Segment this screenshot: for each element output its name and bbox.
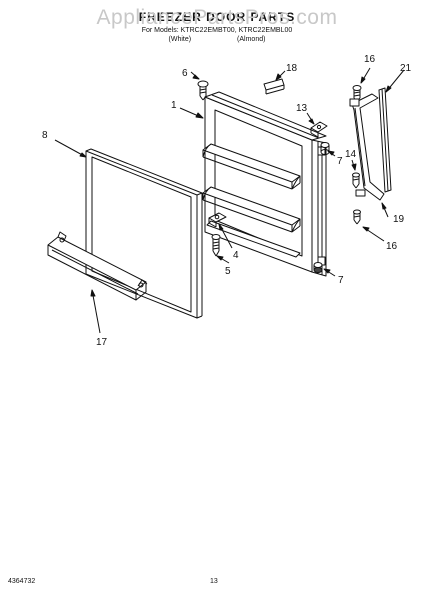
handle-bracket: [349, 93, 385, 201]
color-label-almond: (Almond): [237, 36, 266, 43]
callout-4: 4: [233, 250, 239, 261]
bushing-bottom: [313, 262, 323, 273]
callout-17: 17: [96, 337, 108, 348]
color-label-white: (White): [168, 36, 192, 43]
freezer-door-panel: [202, 91, 327, 277]
callout-1: 1: [171, 100, 177, 111]
callout-8: 8: [42, 130, 48, 141]
door-gasket: [85, 148, 203, 319]
callout-21: 21: [400, 63, 412, 74]
door-stop: [208, 212, 227, 228]
callout-19: 19: [393, 214, 405, 225]
document-number: 4364732: [8, 578, 36, 585]
callout-18: 18: [286, 63, 298, 74]
nameplate: [263, 78, 285, 95]
model-numbers: For Models: KTRC22EMBT00, KTRC22EMBL00: [141, 27, 293, 34]
callout-16-bottom: 16: [386, 241, 398, 252]
callout-16-top: 16: [364, 54, 376, 65]
callout-5: 5: [225, 266, 231, 277]
callout-7-top: 7: [337, 156, 343, 167]
hinge-bracket-13: [310, 121, 328, 138]
leader-lines: [54, 67, 405, 334]
screw-14: [352, 172, 360, 189]
callout-numbers: 1 6 18 13 7 16 21 14 19 16 8 4 5 7 17: [42, 54, 412, 348]
screw-6: [197, 80, 209, 101]
callout-6: 6: [182, 68, 188, 79]
callout-13: 13: [296, 103, 308, 114]
page-title: FREEZER DOOR PARTS: [138, 10, 296, 24]
model-colors: (White) (Almond): [0, 36, 434, 43]
screw-16-bottom: [353, 209, 361, 225]
screw-5: [211, 234, 221, 257]
page-number: 13: [210, 578, 218, 585]
callout-14: 14: [345, 149, 357, 160]
door-handle: [47, 231, 148, 301]
callout-7-bottom: 7: [338, 275, 344, 286]
handle-trim-strip: [378, 87, 392, 193]
